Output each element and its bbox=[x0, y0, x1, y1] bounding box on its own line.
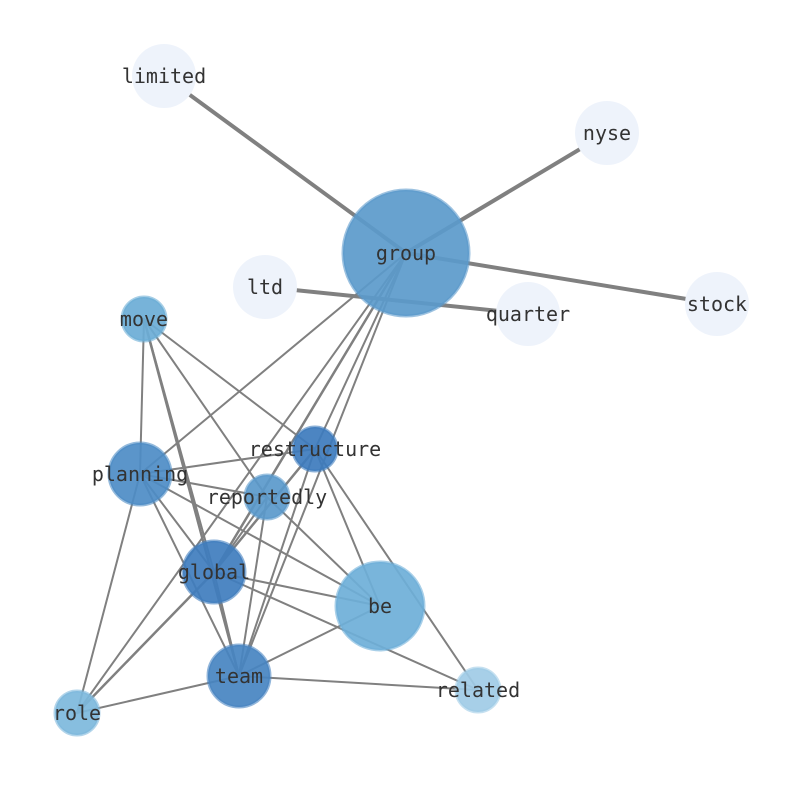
edge-move-restructure bbox=[143, 318, 316, 450]
edge-move-team bbox=[142, 317, 241, 678]
node-stock[interactable] bbox=[685, 272, 749, 336]
node-planning[interactable] bbox=[107, 441, 173, 507]
edge-restructure-team bbox=[238, 448, 316, 677]
node-label-move: move bbox=[120, 307, 168, 331]
node-quarter[interactable] bbox=[496, 282, 560, 346]
edge-move-reportedly bbox=[143, 318, 268, 498]
node-group[interactable] bbox=[341, 188, 471, 318]
node-restructure[interactable] bbox=[291, 425, 339, 473]
node-label-global: global bbox=[178, 560, 250, 584]
edge-planning-role bbox=[76, 473, 141, 714]
edge-team-related bbox=[238, 675, 479, 691]
node-layer bbox=[53, 44, 749, 737]
node-label-be: be bbox=[368, 594, 392, 618]
node-label-restructure: restructure bbox=[249, 437, 381, 461]
node-label-planning: planning bbox=[92, 462, 188, 486]
node-label-role: role bbox=[53, 701, 101, 725]
node-label-related: related bbox=[436, 678, 520, 702]
node-label-nyse: nyse bbox=[583, 121, 631, 145]
node-label-quarter: quarter bbox=[486, 302, 570, 326]
label-layer: limited nyse group ltd quarter stock move restr… bbox=[53, 64, 747, 725]
node-label-team: team bbox=[215, 664, 263, 688]
node-label-group: group bbox=[376, 241, 436, 265]
node-be[interactable] bbox=[334, 560, 426, 652]
node-role[interactable] bbox=[53, 689, 101, 737]
node-label-reportedly: reportedly bbox=[207, 485, 327, 509]
edge-group-role bbox=[76, 252, 407, 714]
node-global[interactable] bbox=[181, 539, 247, 605]
node-limited[interactable] bbox=[132, 44, 196, 108]
node-reportedly[interactable] bbox=[243, 473, 291, 521]
node-related[interactable] bbox=[454, 666, 502, 714]
node-ltd[interactable] bbox=[233, 255, 297, 319]
node-nyse[interactable] bbox=[575, 101, 639, 165]
node-move[interactable] bbox=[120, 295, 168, 343]
edge-global-role bbox=[75, 570, 216, 715]
node-label-stock: stock bbox=[687, 292, 747, 316]
node-label-ltd: ltd bbox=[247, 275, 283, 299]
node-label-limited: limited bbox=[122, 64, 206, 88]
node-team[interactable] bbox=[206, 643, 272, 709]
